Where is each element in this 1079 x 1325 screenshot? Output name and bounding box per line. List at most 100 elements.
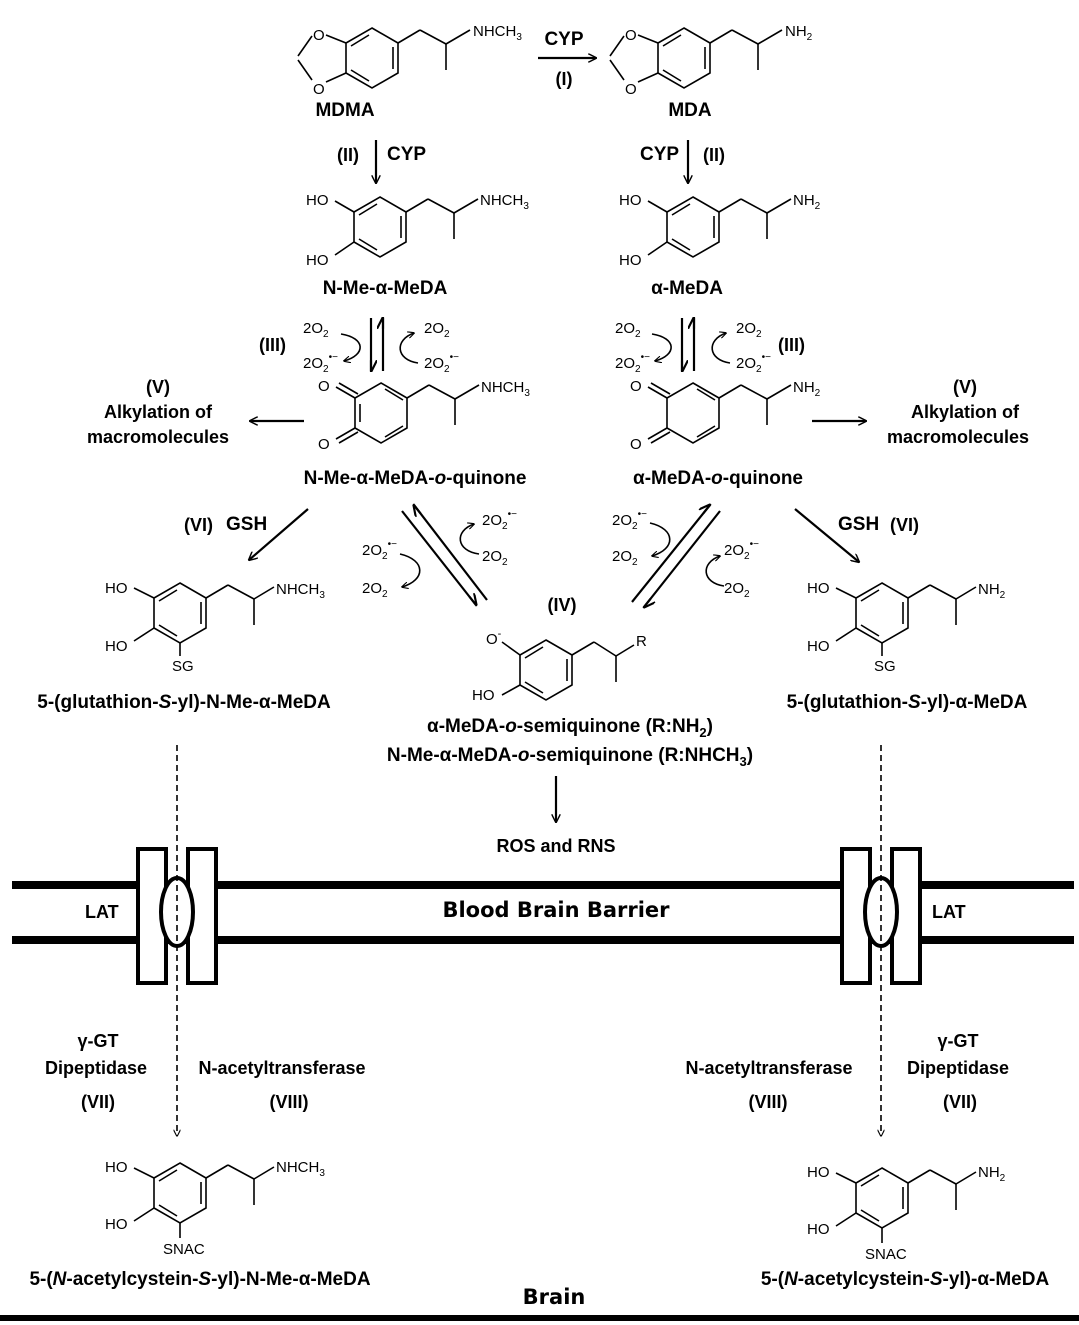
structure-atom-labels: O O NHCH3 O O NH2 HO HO NHCH3 HO HO NH2 …	[105, 23, 1006, 1263]
svg-text:SG: SG	[172, 658, 194, 675]
ggt-right-label: γ-GT	[937, 1031, 979, 1051]
arrow-iv-right-up	[631, 505, 710, 603]
o2-iv-left-bottom: 2O2	[362, 580, 388, 600]
svg-text:HO: HO	[105, 1159, 128, 1176]
step-iv-label: (IV)	[547, 595, 577, 615]
svg-text:NHCH3: NHCH3	[480, 192, 529, 212]
arrow-gsh-right	[794, 508, 859, 562]
step-vii-left-label: (VII)	[81, 1092, 115, 1112]
barrier-top-line	[12, 881, 1074, 889]
svg-text:HO: HO	[619, 192, 642, 209]
o2-radical-iii-right-1: 2O2•−	[615, 352, 650, 375]
svg-text:SG: SG	[874, 658, 896, 675]
curve-o2-iii-right-a	[651, 333, 672, 361]
mda-label: MDA	[668, 100, 712, 121]
o2-iv-left-top: 2O2	[482, 548, 508, 568]
svg-text:R: R	[636, 633, 647, 650]
mda-structure	[609, 27, 783, 89]
o2-iv-right-top: 2O2	[612, 548, 638, 568]
svg-text:HO: HO	[306, 252, 329, 269]
o2-radical-iii-left-2: 2O2•−	[424, 352, 459, 375]
ros-label: ROS and RNS	[496, 836, 616, 856]
step-viii-left-label: (VIII)	[269, 1092, 309, 1112]
nac-n-me-structure	[133, 1162, 275, 1238]
svg-text:NH2: NH2	[785, 23, 813, 43]
gs-n-me-label: 5-(glutathion-S-yl)-N-Me-α-MeDA	[37, 692, 331, 713]
n-me-meda-label: N-Me-α-MeDA	[322, 278, 448, 299]
brain-baseline	[0, 1315, 1079, 1321]
barrier-bottom-line	[12, 936, 1074, 944]
step-v-right-label: (V)	[953, 377, 977, 397]
arrow-gsh-left	[249, 508, 309, 560]
svg-text:HO: HO	[807, 1221, 830, 1238]
lat-left-label: LAT	[85, 902, 119, 922]
step-vi-right-label: (VI)	[890, 515, 919, 535]
svg-text:NHCH3: NHCH3	[276, 1159, 325, 1179]
gsh-left-label: GSH	[226, 514, 268, 535]
svg-text:HO: HO	[807, 580, 830, 597]
o2-iii-right-2: 2O2	[736, 320, 762, 340]
svg-text:HO: HO	[105, 638, 128, 655]
mdma-structure	[297, 27, 471, 89]
step-v-left-label: (V)	[146, 377, 170, 397]
svg-text:HO: HO	[306, 192, 329, 209]
gsh-right-label: GSH	[838, 514, 880, 535]
svg-text:O-: O-	[486, 628, 502, 648]
enzyme-cyp-right-label: CYP	[640, 144, 680, 165]
enzyme-cyp-label: CYP	[544, 29, 584, 50]
svg-text:O: O	[625, 81, 637, 98]
nac-meda-structure	[835, 1167, 977, 1243]
nac-n-me-label: 5-(N-acetylcystein-S-yl)-N-Me-α-MeDA	[29, 1269, 371, 1290]
svg-text:HO: HO	[807, 1164, 830, 1181]
step-i-label: (I)	[555, 69, 573, 89]
alkylation-left-line1: Alkylation of	[103, 402, 213, 422]
o2-radical-iii-left-1: 2O2•−	[303, 352, 338, 375]
o2-iii-right-1: 2O2	[615, 320, 641, 340]
o2-radical-iv-left-top: 2O2•−	[482, 509, 517, 532]
quinone-structure	[647, 382, 792, 444]
curve-o2-iii-left-a	[340, 333, 361, 361]
alkylation-left-line2: macromolecules	[86, 427, 230, 447]
svg-text:NH2: NH2	[978, 1164, 1006, 1184]
curve-o2-iv-left-a	[399, 553, 421, 587]
o2-iii-left-2: 2O2	[424, 320, 450, 340]
svg-text:HO: HO	[105, 580, 128, 597]
step-ii-right-label: (II)	[703, 145, 725, 165]
nat-right-label: N-acetyltransferase	[685, 1058, 853, 1078]
svg-text:O: O	[630, 436, 642, 453]
o2-radical-iv-right-bottom: 2O2•−	[724, 539, 759, 562]
gs-meda-label: 5-(glutathion-S-yl)-α-MeDA	[786, 692, 1028, 713]
step-ii-left-label: (II)	[337, 145, 359, 165]
o2-labels: 2O2 2O2•− 2O2 2O2•− 2O2 2O2•− 2O2 2O2•− …	[303, 320, 771, 600]
step-vi-left-label: (VI)	[184, 515, 213, 535]
ggt-left-label: γ-GT	[77, 1031, 119, 1051]
svg-text:NH2: NH2	[793, 379, 821, 399]
curve-o2-iv-right-a	[649, 522, 671, 556]
enzyme-cyp-left-label: CYP	[387, 144, 427, 165]
arrow-iv-right-down	[644, 510, 721, 607]
arrow-iv-left-up	[414, 505, 488, 601]
step-iii-left-label: (III)	[259, 335, 286, 355]
o2-radical-iv-left-bottom: 2O2•−	[362, 539, 397, 562]
svg-text:SNAC: SNAC	[865, 1246, 907, 1263]
quinone-label: α-MeDA-o-quinone	[633, 468, 803, 489]
svg-text:NH2: NH2	[978, 581, 1006, 601]
svg-text:HO: HO	[619, 252, 642, 269]
svg-text:SNAC: SNAC	[163, 1241, 205, 1258]
svg-text:O: O	[313, 27, 325, 44]
n-me-meda-structure	[334, 196, 479, 258]
semiquinone-structure	[501, 639, 635, 701]
nat-left-label: N-acetyltransferase	[198, 1058, 366, 1078]
semi-n-me-label: N-Me-α-MeDA-o-semiquinone (R:NHCH3)	[386, 745, 754, 769]
blood-brain-barrier	[12, 847, 1074, 985]
mdma-label: MDMA	[315, 100, 375, 121]
o2-radical-iii-right-2: 2O2•−	[736, 352, 771, 375]
o2-iv-right-bottom: 2O2	[724, 580, 750, 600]
svg-text:O: O	[318, 378, 330, 395]
svg-text:HO: HO	[807, 638, 830, 655]
arrow-iv-left-down	[401, 510, 476, 605]
blood-brain-barrier-label: Blood Brain Barrier	[442, 898, 670, 922]
meda-structure	[647, 196, 792, 258]
alkylation-right-line1: Alkylation of	[910, 402, 1020, 422]
